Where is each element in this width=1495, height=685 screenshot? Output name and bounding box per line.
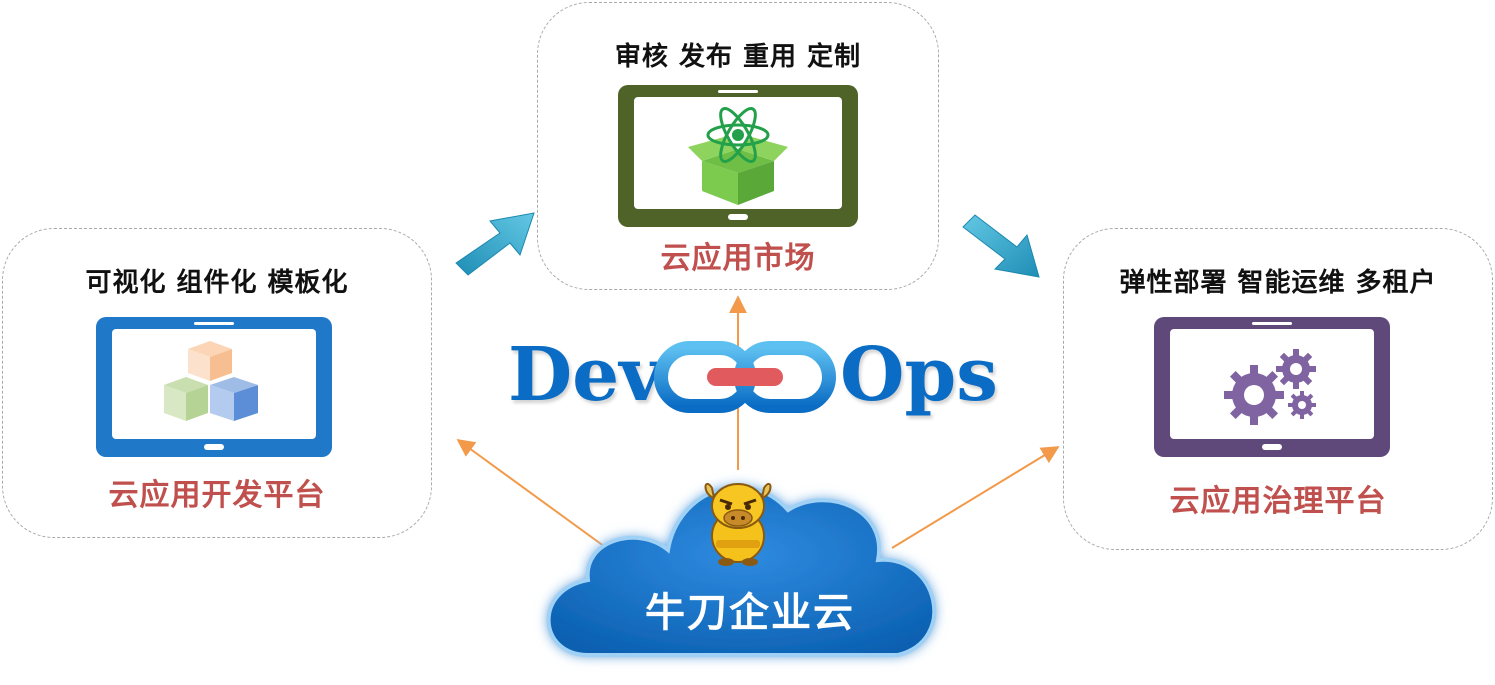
left-panel-title: 云应用开发平台: [108, 478, 326, 513]
right-panel-caption: 弹性部署 智能运维 多租户: [1119, 268, 1437, 298]
right-panel-title: 云应用治理平台: [1169, 484, 1387, 519]
left-panel-caption: 可视化 组件化 模板化: [85, 268, 349, 298]
cubes-icon: [164, 341, 258, 421]
top-panel-caption: 审核 发布 重用 定制: [614, 42, 862, 72]
devops-ops-text: Ops: [840, 332, 998, 418]
atom-box-icon: [688, 107, 788, 205]
bull-mascot-icon: [704, 482, 772, 566]
arrow-cloud-to-right: [891, 446, 1060, 549]
arrow-cloud-to-left: [456, 438, 613, 553]
dev-tablet: [96, 317, 332, 457]
devops-dev-text: Dev: [508, 332, 663, 418]
chain-link-icon: [654, 341, 836, 413]
arrow-left-to-top: [455, 212, 535, 276]
gears-icon: [1224, 349, 1316, 425]
market-tablet: [618, 85, 858, 227]
governance-tablet: [1154, 317, 1390, 457]
arrow-top-to-right: [962, 214, 1040, 278]
top-panel-title: 云应用市场: [660, 241, 816, 276]
cloud-label: 牛刀企业云: [645, 590, 855, 636]
